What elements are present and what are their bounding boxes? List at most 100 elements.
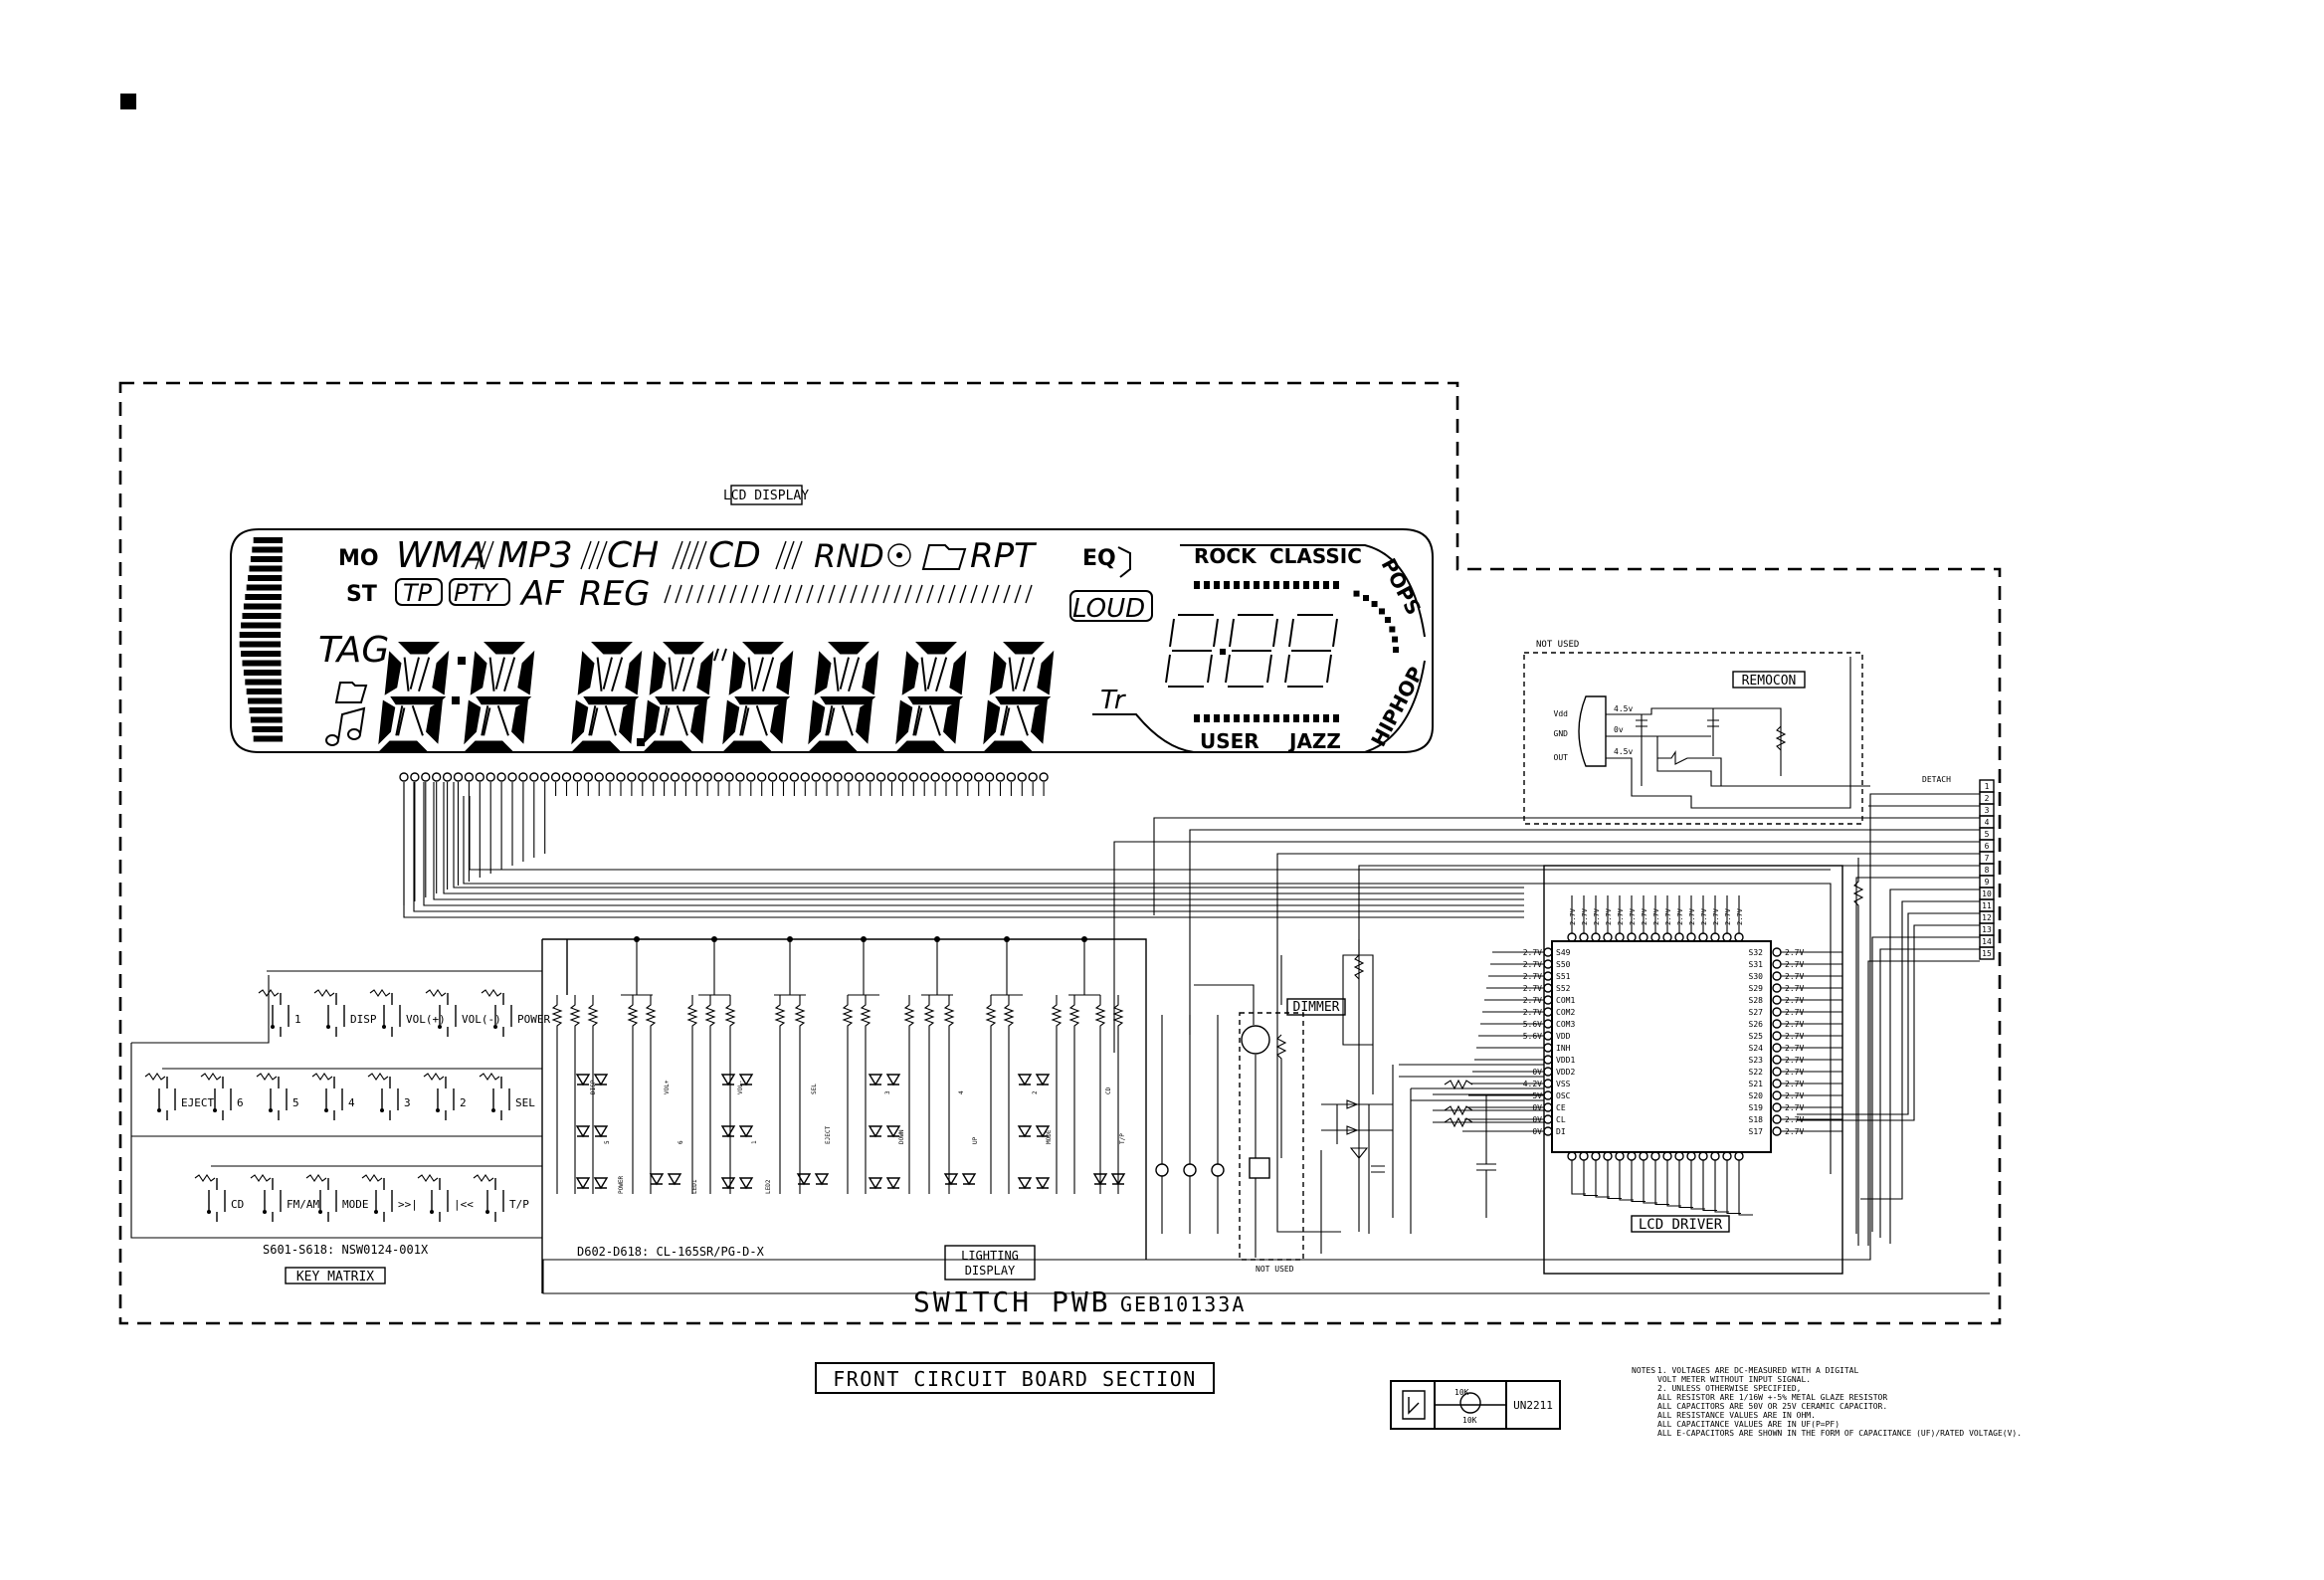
led-label: 1 [751,1140,758,1144]
led [868,1177,901,1190]
dimmer-label: DIMMER [1293,1000,1340,1015]
eq-bar-top [1204,581,1210,589]
led [868,1125,901,1138]
driver-pin [1543,1019,1553,1029]
lcd-pin [399,772,409,782]
remocon-detach: DETACH [1922,775,1951,784]
preset-rock: ROCK [1194,544,1258,568]
eq-bar-top [1293,581,1299,589]
key-switch: EJECT [144,1073,214,1120]
connector-pin [1979,946,1995,960]
driver-pin [1543,1079,1553,1088]
driver-pin [1591,932,1601,942]
key-label: 1 [294,1013,301,1026]
driver-pin-label: INH [1556,1044,1571,1053]
bank-resistor [1068,995,1080,1194]
driver-pin [1662,932,1672,942]
led-label: 2 [1032,1090,1039,1094]
driver-pin-label: S29 [1749,984,1764,993]
dimmer-dashed-box [1239,1012,1304,1261]
driver-pin [1543,959,1553,969]
lcd-pin [432,772,442,782]
hatch-mark [729,584,737,604]
driver-pin [1772,1019,1782,1029]
driver-pin [1734,932,1744,942]
bank-resistor [943,995,955,1194]
hatch-mark [926,584,934,604]
level-bar [252,726,283,732]
driver-pin [1674,932,1684,942]
driver-pin [1579,1151,1589,1161]
folder-icon-small [334,682,368,703]
lcd-pin [496,772,506,782]
lcd-pin [670,772,680,782]
bank-resistor [704,995,716,1194]
driver-pin-label: S19 [1749,1103,1764,1112]
lcd-pin [822,772,832,782]
driver-pin [1543,1090,1553,1100]
key-switch: 6 [200,1073,244,1120]
hatch-mark [992,584,1000,604]
lcd-pin [713,772,723,782]
note-line: ALL CAPACITANCE VALUES ARE IN UF(P=PF) [1657,1420,1840,1429]
note-line: ALL RESISTANCE VALUES ARE IN OHM. [1657,1411,1816,1420]
driver-pin-label: S27 [1749,1008,1764,1017]
driver-pin [1772,1067,1782,1077]
driver-pin-voltage: 2.7V [1676,907,1684,925]
lcd-pin [735,772,745,782]
hatch-mark [882,584,890,604]
driver-pin [1603,1151,1613,1161]
indicator-reg: REG [579,574,650,614]
fanout-bus [413,782,1524,912]
lcd-pin [1028,772,1038,782]
indicator-mp3: MP3 [497,535,573,576]
hatch-mark [773,584,781,604]
driver-pin-label: S22 [1749,1068,1764,1077]
eq-bar-bottom [1194,714,1200,722]
led-label: VOL+ [664,1080,671,1094]
bank-resistor [903,995,915,1194]
level-bar [243,603,282,610]
eq-bar-top [1273,581,1279,589]
hatch-mark [850,584,858,604]
indicator-separators [475,540,803,570]
eq-bracket [1117,546,1131,578]
lcd-pin [638,772,648,782]
driver-pin [1698,1151,1708,1161]
key-switch: 5 [256,1073,299,1120]
remocon-label: REMOCON [1742,674,1797,689]
lcd-pin [442,772,453,782]
driver-pin-label: S50 [1556,960,1571,969]
hatch-mark [664,584,672,604]
key-switch: 4 [311,1073,355,1120]
lcd-pin [963,772,973,782]
indicator-eq: EQ [1082,546,1116,571]
led-label: DISP [590,1080,597,1094]
notes: NOTES 1. VOLTAGES ARE DC-MEASURED WITH A… [1632,1366,2022,1438]
key-switch: VOL(-) [425,989,501,1037]
key-matrix-part-note: S601-S618: NSW0124-001X [263,1243,429,1257]
eq-bar-top [1333,581,1339,589]
lcd-pin [800,772,810,782]
eq-bar-bottom [1313,714,1319,722]
eq-bar-top [1214,581,1220,589]
level-bar [249,565,283,572]
dimmer-transistor [1241,1025,1270,1055]
disc-icon-center [896,552,902,558]
level-bar [250,716,283,723]
key-label: |<< [454,1198,474,1211]
note-line: 1. VOLTAGES ARE DC-MEASURED WITH A DIGIT… [1657,1366,1858,1375]
music-note-icon [325,706,366,746]
lcd-pin [811,772,821,782]
driver-pin [1772,1090,1782,1100]
driver-pin-label: CE [1556,1103,1566,1112]
connector-pin-number: 4 [1985,818,1990,827]
hatch-mark [1003,584,1011,604]
lcd-pin [941,772,951,782]
bank-resistor [551,995,563,1194]
lighting-label-box [944,1245,1036,1281]
eq-bar-top [1234,581,1240,589]
led [868,1074,901,1086]
